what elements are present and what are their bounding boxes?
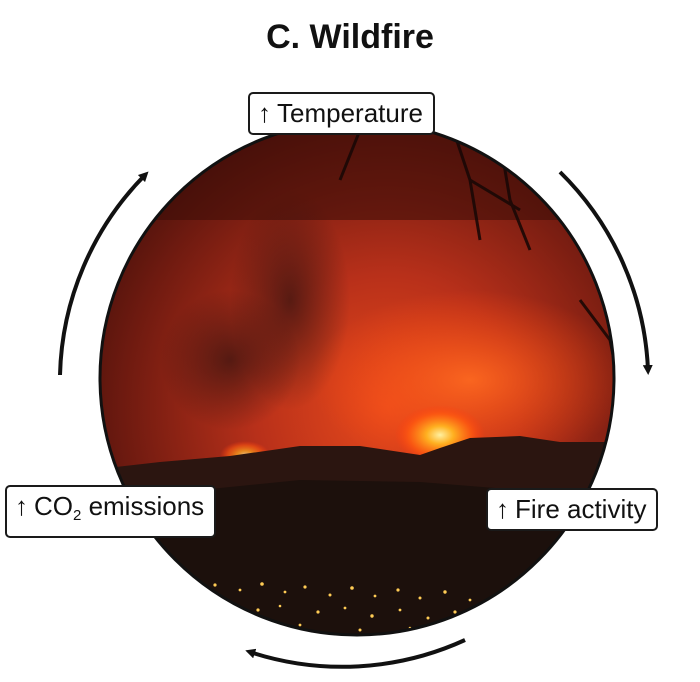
wildfire-photo xyxy=(100,121,614,635)
arrow-co2-to-temperature xyxy=(58,171,149,376)
figure-title: C. Wildfire xyxy=(266,18,434,56)
label-fire-activity-text: Fire activity xyxy=(515,494,647,524)
up-arrow-icon: ↑ xyxy=(258,98,271,128)
label-co2-subscript: 2 xyxy=(73,507,82,524)
arrow-fire-to-co2 xyxy=(245,638,466,669)
label-temperature-text: Temperature xyxy=(277,98,423,128)
label-co2-emissions: ↑CO2 emissions xyxy=(5,485,217,538)
label-temperature: ↑Temperature xyxy=(248,92,435,135)
label-fire-activity: ↑Fire activity xyxy=(486,488,659,531)
up-arrow-icon: ↑ xyxy=(496,494,509,524)
label-co2-text-pre: CO xyxy=(34,491,73,521)
label-co2-text-post: emissions xyxy=(81,491,205,521)
up-arrow-icon: ↑ xyxy=(15,491,28,521)
arrow-temperature-to-fire xyxy=(558,170,653,375)
